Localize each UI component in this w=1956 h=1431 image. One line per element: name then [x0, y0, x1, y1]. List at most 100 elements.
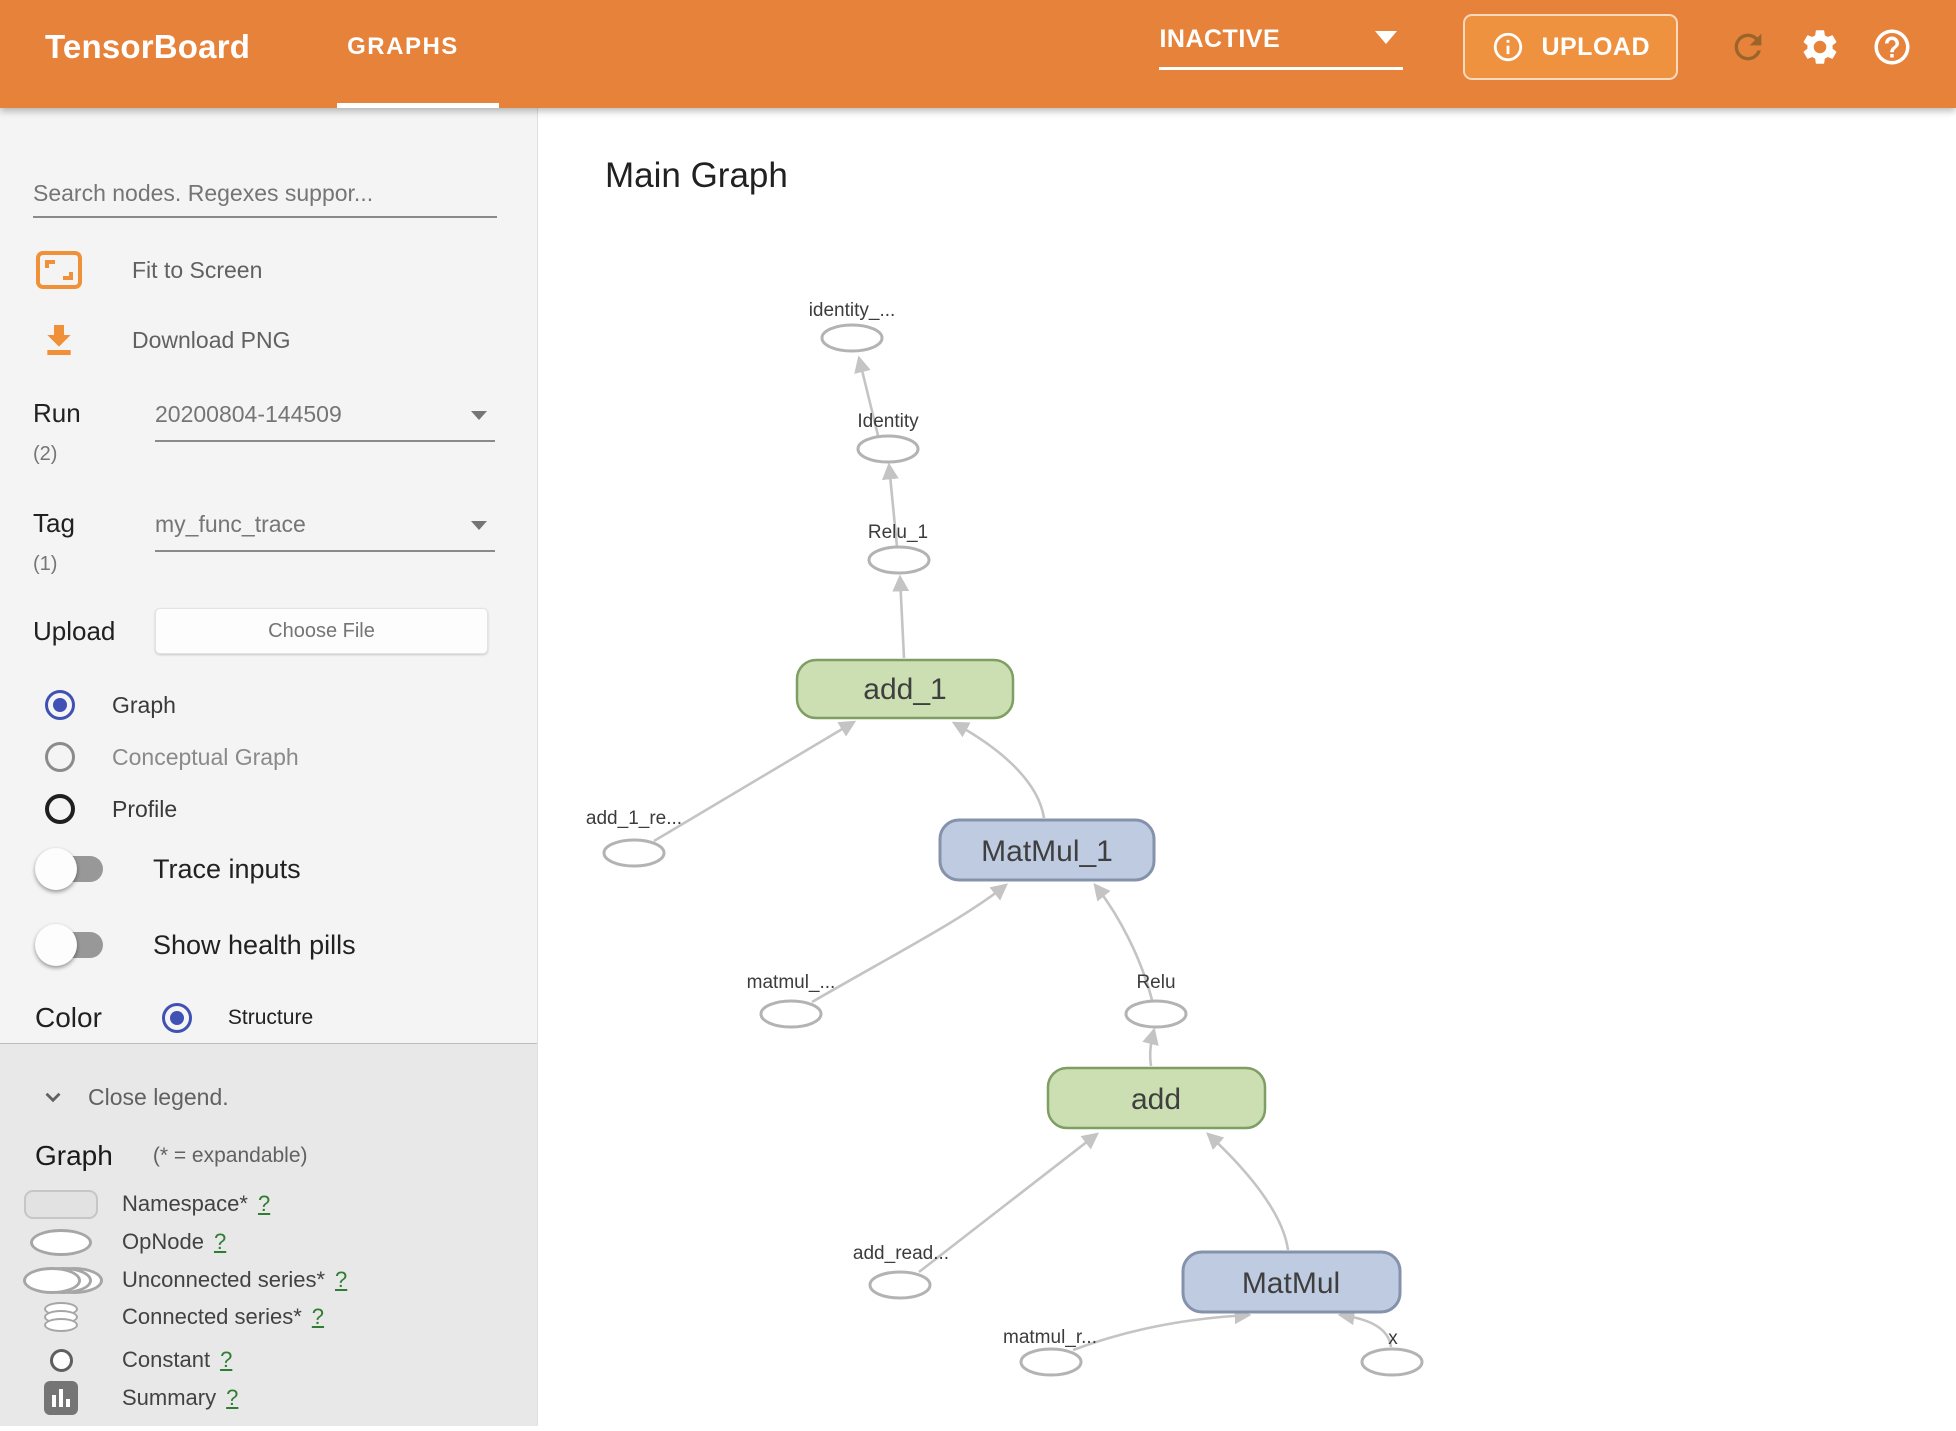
edge-matmul-to-add [1206, 1132, 1290, 1251]
legend-item-constant: Constant ? [0, 1342, 537, 1378]
fit-to-screen-label: Fit to Screen [132, 256, 263, 283]
node-matmul-in[interactable]: matmul_... [747, 972, 836, 1029]
svg-text:Relu_1: Relu_1 [868, 522, 928, 543]
fit-to-screen-button[interactable]: Fit to Screen [0, 250, 537, 290]
summary-help-link[interactable]: ? [226, 1385, 239, 1410]
opnode-swatch [30, 1228, 92, 1256]
svg-text:Identity: Identity [857, 411, 919, 432]
download-png-label: Download PNG [132, 326, 291, 353]
legend-panel: Close legend. Graph (* = expandable) Nam… [0, 1043, 537, 1426]
legend-item-namespace: Namespace* ? [0, 1186, 537, 1222]
edge-add1re-to-add1 [653, 720, 857, 843]
run-select[interactable]: 20200804-144509 [155, 401, 495, 442]
status-dropdown-value: INACTIVE [1159, 24, 1281, 53]
node-add-1-re[interactable]: add_1_re... [586, 808, 682, 868]
svg-text:identity_...: identity_... [809, 300, 896, 321]
reload-button[interactable] [1726, 25, 1770, 69]
connected-series-help-link[interactable]: ? [311, 1304, 325, 1329]
download-png-button[interactable]: Download PNG [0, 320, 537, 360]
run-count: (2) [33, 443, 58, 465]
svg-text:Relu: Relu [1136, 972, 1175, 993]
svg-text:matmul_r...: matmul_r... [1003, 1327, 1097, 1348]
svg-text:x: x [1388, 1328, 1398, 1349]
help-button[interactable] [1870, 25, 1914, 69]
opnode-help-link[interactable]: ? [213, 1229, 227, 1254]
tag-select-value: my_func_trace [155, 511, 306, 537]
edge-add-to-relu [1142, 1027, 1159, 1067]
edge-matmul1-to-add1 [951, 721, 1046, 819]
download-icon [47, 325, 71, 355]
svg-text:MatMul_1: MatMul_1 [981, 835, 1113, 868]
legend-title-row: Graph (* = expandable) [0, 1136, 537, 1176]
upload-button-label: UPLOAD [1541, 32, 1650, 61]
sidebar: Fit to Screen Download PNG Run (2) 20200… [0, 108, 538, 1426]
connected-series-swatch [44, 1302, 78, 1332]
legend-title: Graph [35, 1140, 113, 1171]
summary-icon [44, 1381, 78, 1415]
node-matmul-1[interactable]: MatMul_1 [938, 818, 1156, 882]
edge-addread-to-add [918, 1132, 1100, 1274]
color-label: Color [35, 1002, 102, 1033]
radio-conceptual-graph[interactable]: Conceptual Graph [0, 737, 537, 777]
node-identity[interactable]: Identity [856, 411, 920, 464]
namespace-swatch [24, 1189, 98, 1219]
node-identity-out[interactable]: identity_... [809, 300, 896, 353]
run-label: Run [33, 398, 81, 428]
namespace-help-link[interactable]: ? [257, 1191, 271, 1216]
node-matmul-r[interactable]: matmul_r... [1003, 1327, 1097, 1377]
upload-label: Upload [33, 616, 116, 646]
edge-relu1-to-identity [881, 462, 899, 548]
toggle-off-icon [35, 847, 111, 891]
run-select-value: 20200804-144509 [155, 401, 342, 427]
svg-text:matmul_...: matmul_... [747, 972, 836, 993]
close-legend-button[interactable]: Close legend. [0, 1080, 537, 1114]
svg-text:MatMul: MatMul [1242, 1267, 1340, 1300]
svg-text:add_1: add_1 [863, 673, 946, 706]
upload-button[interactable]: UPLOAD [1463, 14, 1678, 80]
constant-help-link[interactable]: ? [220, 1347, 233, 1372]
settings-button[interactable] [1798, 25, 1842, 69]
show-health-pills-label: Show health pills [153, 929, 356, 960]
page-title: Main Graph [605, 156, 788, 195]
trace-inputs-toggle[interactable]: Trace inputs [0, 846, 537, 892]
node-relu-1[interactable]: Relu_1 [867, 522, 931, 575]
tag-select[interactable]: my_func_trace [155, 511, 495, 552]
radio-profile-label: Profile [112, 795, 178, 822]
choose-file-button[interactable]: Choose File [155, 608, 488, 654]
status-dropdown[interactable]: INACTIVE [1159, 24, 1404, 70]
node-relu[interactable]: Relu [1124, 972, 1188, 1029]
radio-graph-label: Graph [112, 691, 176, 718]
node-add-read[interactable]: add_read... [853, 1243, 949, 1300]
graph-pane: Main Graph 1×3 identity_ [539, 108, 1956, 1426]
node-matmul[interactable]: MatMul [1181, 1250, 1402, 1314]
unconnected-series-swatch [23, 1266, 103, 1294]
show-health-pills-toggle[interactable]: Show health pills [0, 922, 537, 968]
svg-text:add_1_re...: add_1_re... [586, 808, 682, 829]
search-input[interactable] [33, 170, 497, 218]
graph-edges [653, 355, 1393, 1352]
edge-relu-to-matmul1 [1093, 883, 1154, 1001]
radio-graph[interactable]: Graph [0, 685, 537, 725]
op-ellipses: identity_... Identity Relu_1 add_1_re...… [586, 300, 1424, 1377]
graph-canvas[interactable]: 1×3 identity_... Identity Relu_1 add_1_r… [539, 108, 1956, 1426]
radio-unselected-icon [45, 794, 75, 824]
radio-unselected-icon [45, 742, 75, 772]
edge-matmulin-to-matmul1 [811, 883, 1008, 1004]
tab-graphs[interactable]: GRAPHS [347, 33, 459, 60]
unconnected-series-help-link[interactable]: ? [335, 1267, 348, 1292]
node-add[interactable]: add [1046, 1066, 1267, 1130]
active-tab-indicator [337, 103, 499, 108]
close-legend-label: Close legend. [88, 1083, 229, 1110]
chevron-down-icon [471, 521, 487, 530]
app-title: TensorBoard [45, 28, 251, 65]
legend-item-summary: Summary ? [0, 1380, 537, 1416]
toggle-off-icon [35, 923, 111, 967]
legend-item-connected-series: Connected series* ? [0, 1299, 537, 1335]
legend-subtitle: (* = expandable) [152, 1144, 308, 1167]
app-header: TensorBoard GRAPHS INACTIVE UPLOAD [0, 0, 1956, 108]
node-x[interactable]: x [1360, 1328, 1424, 1377]
help-icon [1874, 29, 1910, 65]
radio-structure[interactable] [161, 1003, 192, 1033]
radio-profile[interactable]: Profile [0, 789, 537, 829]
node-add-1[interactable]: add_1 [795, 658, 1015, 720]
